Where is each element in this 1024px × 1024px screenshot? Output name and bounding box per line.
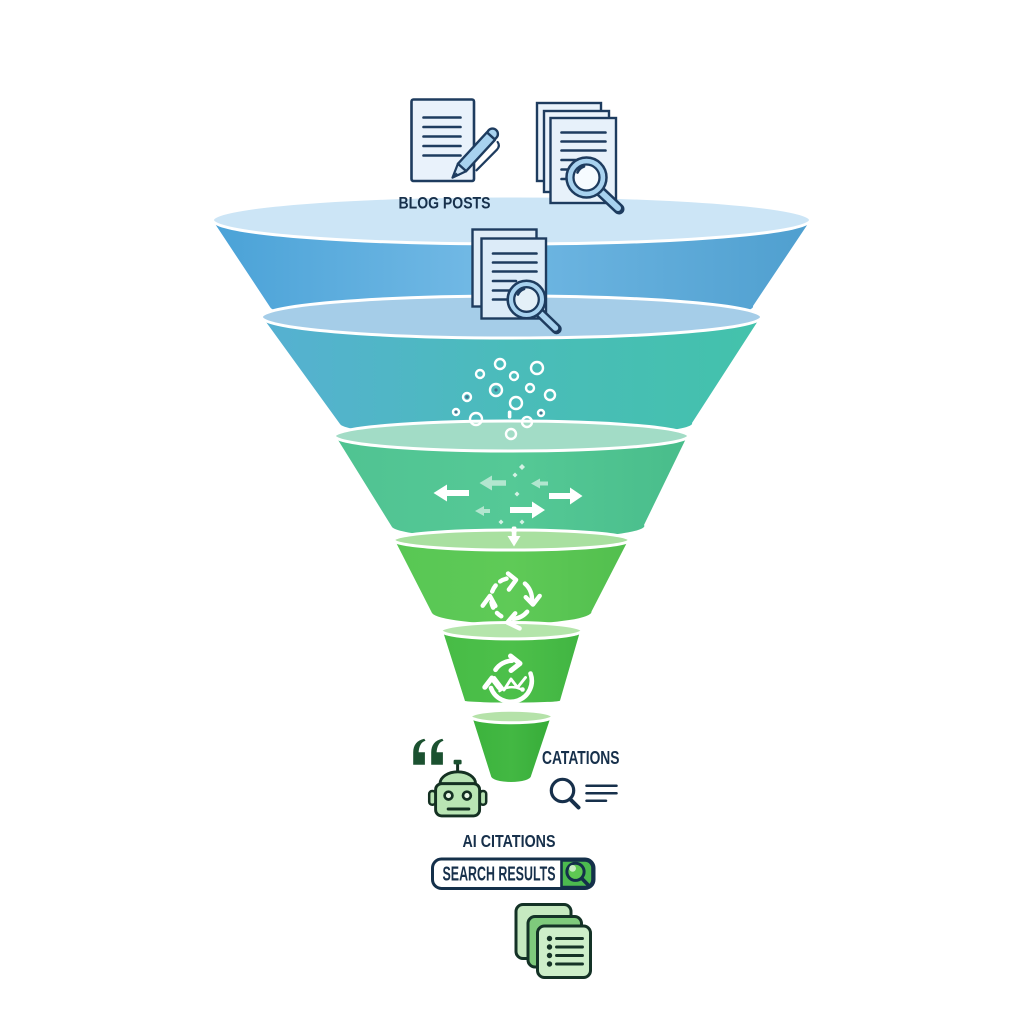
svg-text:BLOG POSTS: BLOG POSTS [399, 195, 491, 213]
svg-text:AI CITATIONS: AI CITATIONS [463, 831, 556, 851]
svg-text:CATATIONS: CATATIONS [542, 747, 620, 768]
svg-text:SEARCH RESULTS: SEARCH RESULTS [443, 863, 556, 886]
